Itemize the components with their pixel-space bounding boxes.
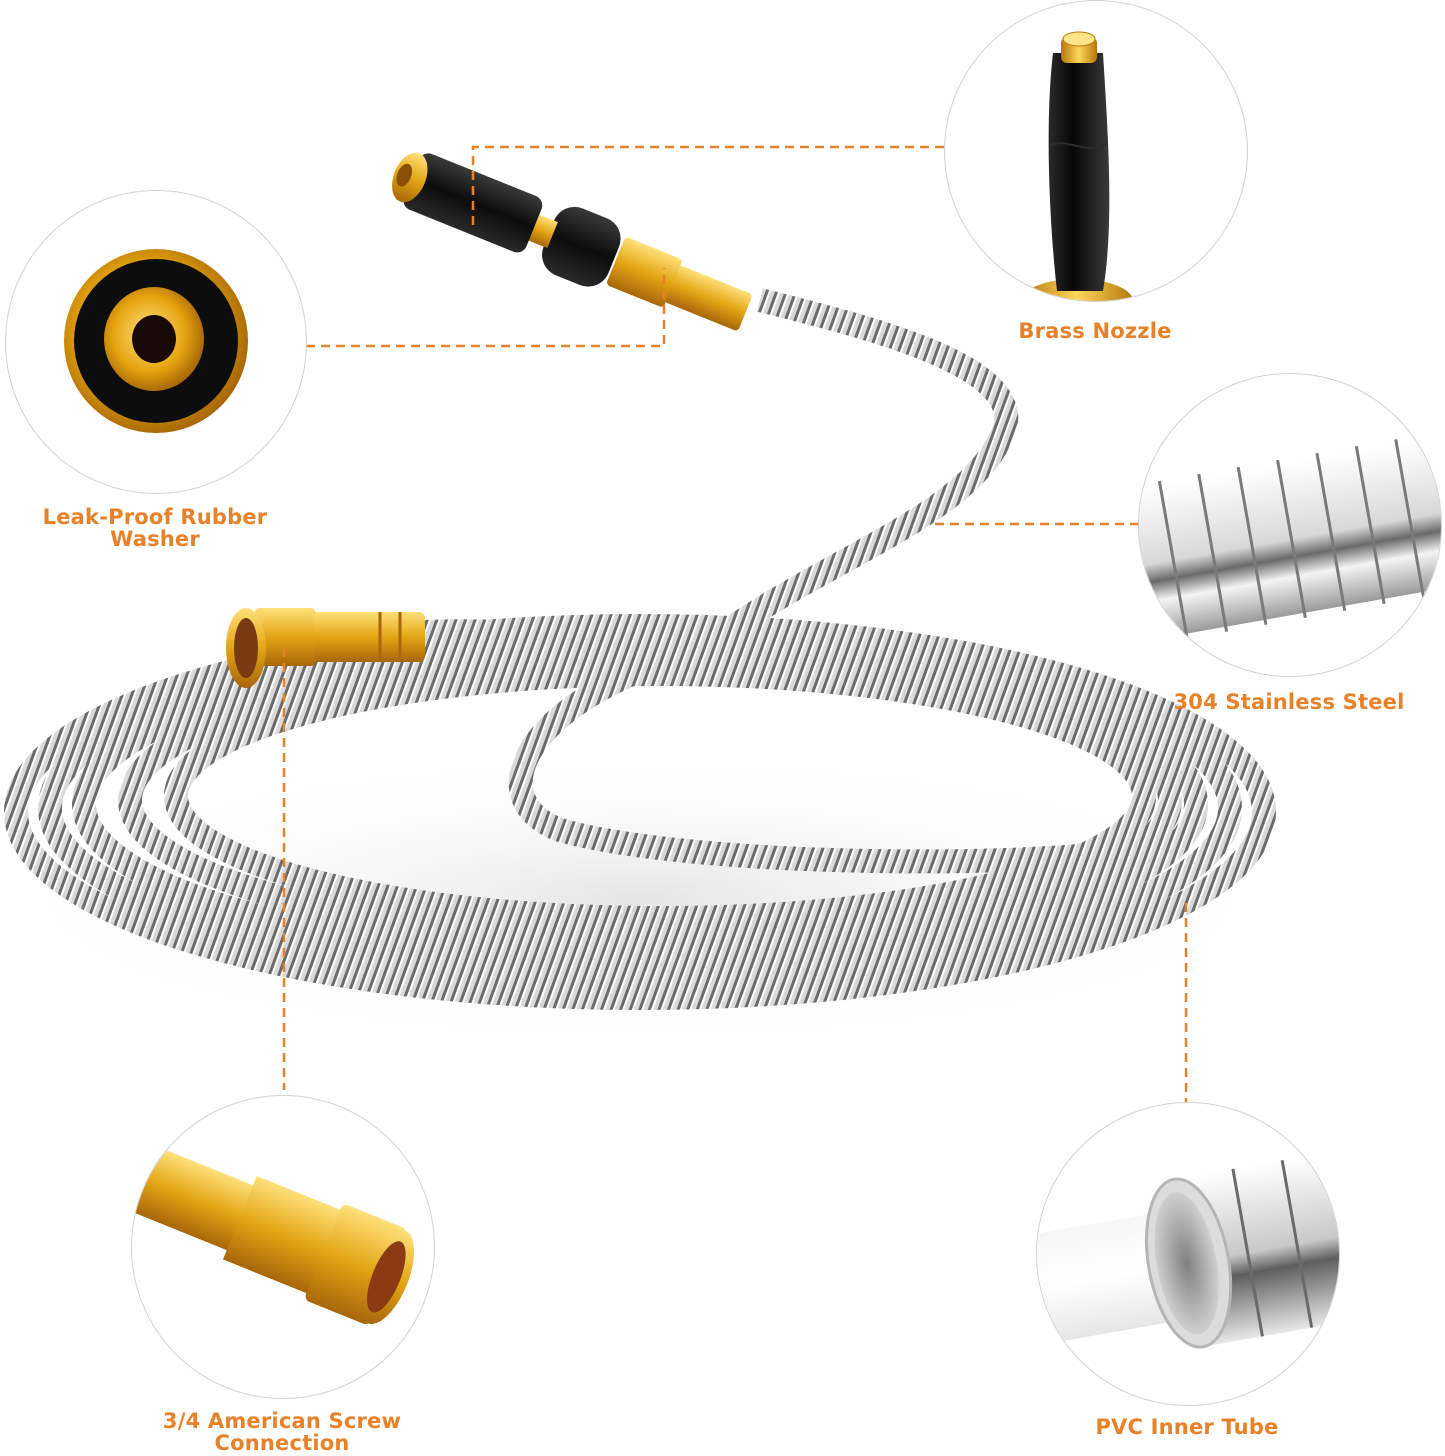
callout-label-nozzle: Brass Nozzle xyxy=(1018,319,1172,343)
callout-label-screw: 3/4 American Screw Connection xyxy=(162,1409,402,1455)
callout-circle-washer xyxy=(5,190,307,494)
callout-label-pvc: PVC Inner Tube xyxy=(1095,1415,1279,1439)
callout-circle-steel xyxy=(1138,373,1442,677)
rubber-washer-icon xyxy=(64,249,248,433)
callout-label-washer: Leak-Proof Rubber Washer xyxy=(42,505,268,551)
callout-circle-screw xyxy=(131,1095,435,1399)
back-brass-connector xyxy=(226,608,425,688)
nozzle-assembly xyxy=(392,152,752,331)
steel-coil-icon xyxy=(1139,437,1441,639)
callout-circle-pvc xyxy=(1036,1102,1340,1406)
callout-label-steel: 304 Stainless Steel xyxy=(1173,690,1405,714)
brass-nozzle-icon xyxy=(1021,31,1133,301)
brass-connector-icon xyxy=(132,1147,415,1325)
pvc-tube-icon xyxy=(1037,1149,1339,1349)
callout-circle-nozzle xyxy=(944,0,1248,302)
